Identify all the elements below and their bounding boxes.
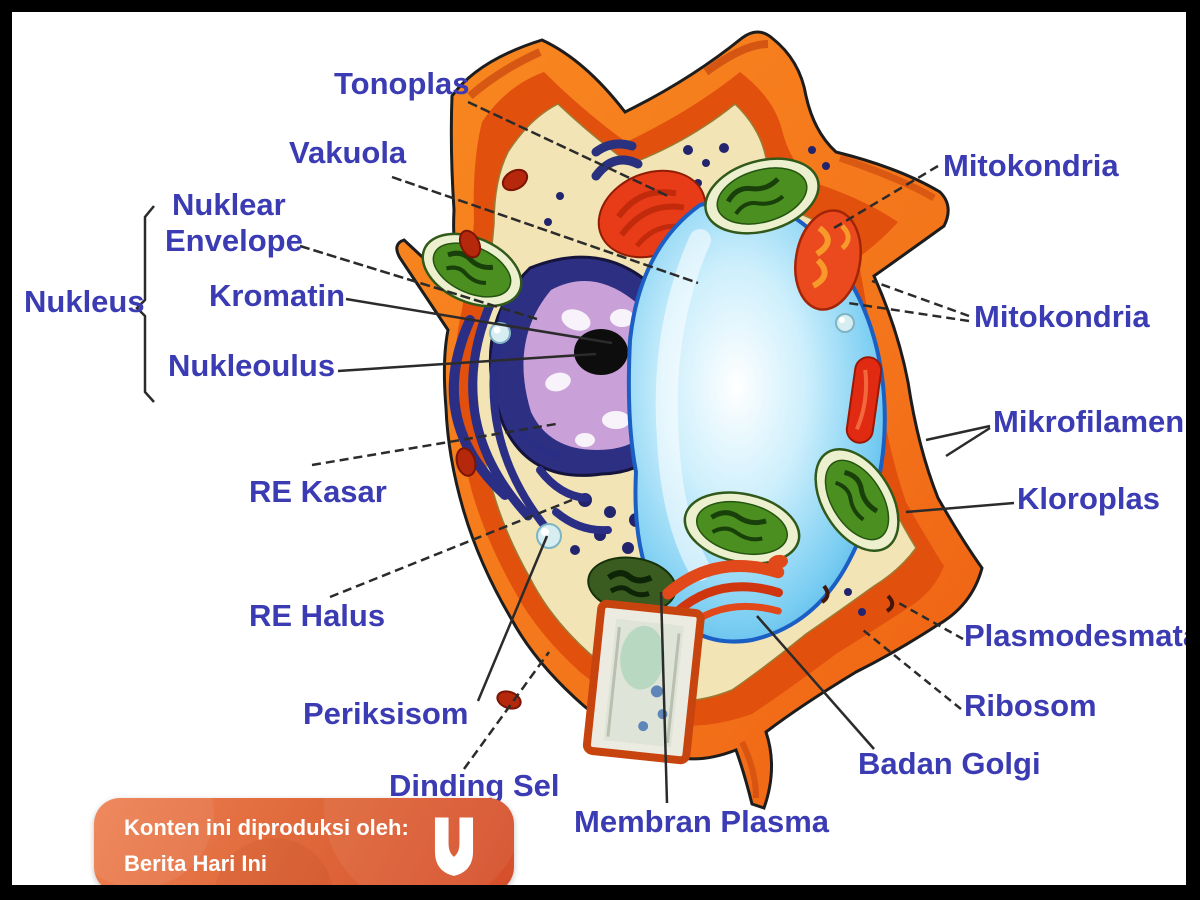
label-nuklear-envelope-line1: Nuklear	[172, 187, 286, 222]
label-plasmodesmata: Plasmodesmata	[964, 618, 1200, 653]
er-coils	[448, 278, 612, 539]
label-badan-golgi: Badan Golgi	[858, 746, 1041, 781]
watermark-line2: Berita Hari Ini	[124, 851, 268, 876]
label-ribosom: Ribosom	[964, 688, 1097, 723]
label-mitokondria-top: Mitokondria	[943, 148, 1119, 183]
label-nuklear-envelope-line2: Envelope	[165, 223, 303, 258]
label-mikrofilamen: Mikrofilamen	[993, 404, 1185, 439]
label-tonoplas: Tonoplas	[334, 66, 470, 101]
nucleolus	[574, 329, 628, 375]
label-mitokondria-right: Mitokondria	[974, 299, 1150, 334]
watermark-line1: Konten ini diproduksi oleh:	[124, 815, 409, 840]
cell-wall-cutaway	[582, 599, 705, 765]
chloroplast-top	[704, 157, 820, 235]
peroxisome	[489, 313, 855, 549]
mitochondrion-right	[794, 209, 862, 311]
label-dinding-sel: Dinding Sel	[389, 768, 560, 803]
watermark-badge: Konten ini diproduksi oleh: Berita Hari …	[94, 798, 514, 893]
mitochondrion-rod	[845, 356, 883, 444]
chloroplast-right	[814, 447, 900, 553]
label-kloroplas: Kloroplas	[1017, 481, 1160, 516]
vacuole-shine	[655, 229, 711, 581]
watermark-decor-circle	[324, 798, 514, 893]
kumparan-u-logo-icon	[434, 817, 474, 876]
label-periksisom: Periksisom	[303, 696, 469, 731]
leader-lines	[135, 100, 1015, 804]
label-re-halus: RE Halus	[249, 598, 386, 633]
label-membran-plasma: Membran Plasma	[574, 804, 829, 839]
watermark-text: Konten ini diproduksi oleh: Berita Hari …	[124, 817, 409, 875]
chloroplast-left	[421, 232, 523, 308]
label-re-kasar: RE Kasar	[249, 474, 387, 509]
label-nukleoulus: Nukleoulus	[168, 348, 336, 383]
chloroplast-dark	[587, 556, 677, 614]
wall-marks	[455, 168, 895, 710]
nukleus-bracket	[135, 205, 155, 403]
label-vakuola: Vakuola	[289, 135, 407, 170]
chromatin-patches	[545, 309, 658, 447]
label-nukleus: Nukleus	[24, 284, 145, 319]
chloroplast-bottom	[683, 491, 801, 565]
label-kromatin: Kromatin	[209, 278, 346, 313]
